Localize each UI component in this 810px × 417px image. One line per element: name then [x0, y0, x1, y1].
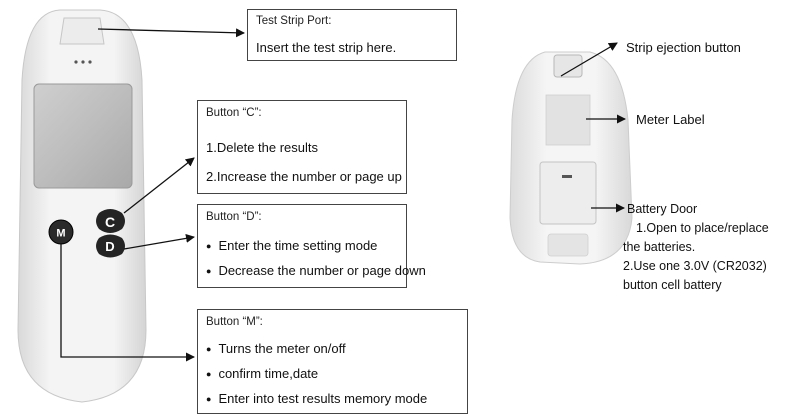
callout-button-m: Button “M”: Turns the meter on/off confi… [197, 309, 468, 414]
callout-line: Enter into test results memory mode [206, 391, 427, 406]
callout-line: Turns the meter on/off [206, 341, 345, 356]
arrow-button-d [123, 233, 195, 250]
front-meter: M C D [17, 9, 147, 403]
callout-title: Button “M”: [206, 316, 263, 328]
strip-ejection-button-shape [553, 54, 583, 78]
button-c-glyph: C [105, 214, 115, 230]
callout-line: confirm time,date [206, 366, 318, 381]
front-meter-body [17, 9, 147, 403]
button-m-glyph: M [56, 228, 65, 240]
button-d-glyph: D [105, 239, 114, 254]
battery-door-latch [562, 175, 572, 178]
arrow-strip-ejection [560, 42, 618, 77]
battery-door-shape [539, 161, 597, 225]
callout-line: 2.Increase the number or page up [206, 169, 402, 184]
arrow-button-m [60, 244, 195, 362]
callout-title: Test Strip Port: [256, 15, 332, 27]
label-battery-door-line: the batteries. [623, 240, 696, 254]
button-d-shape [96, 234, 125, 258]
meter-label-area [545, 94, 591, 146]
indicator-dot [81, 60, 85, 64]
lcd-screen [33, 83, 133, 189]
callout-title: Button “C”: [206, 107, 262, 119]
callout-line: 1.Delete the results [206, 140, 319, 155]
label-strip-ejection-button: Strip ejection button [626, 40, 741, 55]
indicator-dot [88, 60, 92, 64]
label-meter-label: Meter Label [636, 112, 705, 127]
leader-lines [60, 28, 626, 362]
button-c-shape [96, 209, 125, 233]
back-meter-body [509, 51, 633, 265]
label-battery-door-title: Battery Door [627, 202, 698, 216]
label-battery-door-line: 1.Open to place/replace [636, 221, 769, 235]
label-battery-door-line: 2.Use one 3.0V (CR2032) [623, 259, 767, 273]
callout-button-c: Button “C”: 1.Delete the results 2.Incre… [197, 100, 407, 194]
arrow-test-strip-port [97, 28, 245, 38]
back-meter [509, 51, 633, 265]
label-battery-door-line: button cell battery [623, 278, 722, 292]
test-strip-port [59, 17, 105, 45]
arrow-button-c [123, 157, 195, 214]
callout-line: Insert the test strip here. [256, 40, 397, 55]
callout-title: Button “D”: [206, 211, 262, 223]
callout-line: Enter the time setting mode [206, 238, 377, 253]
callout-line: Decrease the number or page down [206, 263, 425, 278]
indicator-dot [74, 60, 78, 64]
callout-button-d: Button “D”: Enter the time setting mode … [197, 204, 426, 288]
callout-test-strip-port: Test Strip Port: Insert the test strip h… [247, 9, 457, 61]
back-foot [547, 233, 589, 257]
